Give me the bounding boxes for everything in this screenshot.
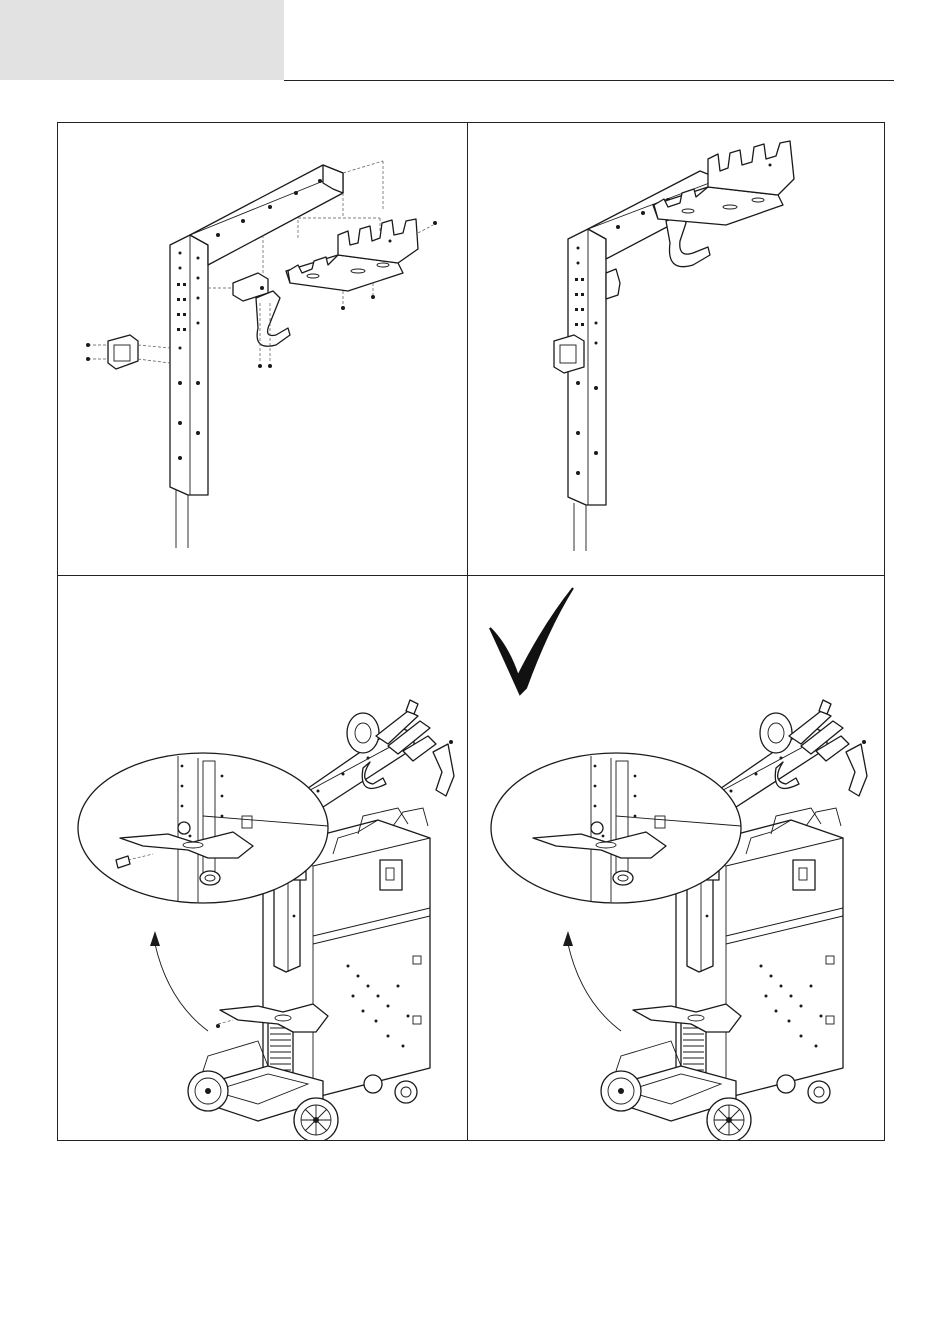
figure-step-4 — [468, 576, 884, 1140]
exploded-bracket-illustration — [58, 123, 468, 576]
assembled-bracket-illustration — [468, 123, 884, 576]
figure-step-2 — [468, 123, 884, 576]
header-tab — [0, 0, 284, 80]
figure-grid — [57, 122, 885, 1141]
checkmark-icon — [490, 588, 573, 694]
figure-step-1 — [58, 123, 468, 576]
header-rule — [284, 80, 894, 81]
figure-step-3 — [58, 576, 468, 1140]
cart-insertion-illustration — [58, 576, 468, 1140]
cart-installed-illustration — [468, 576, 884, 1140]
